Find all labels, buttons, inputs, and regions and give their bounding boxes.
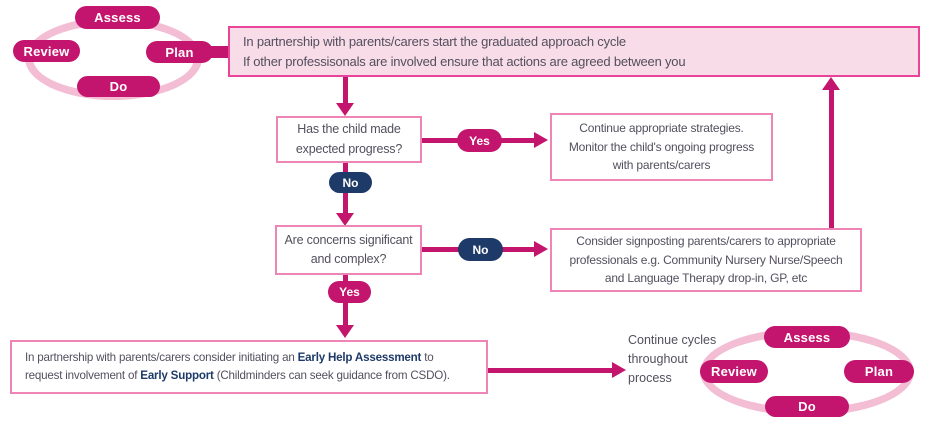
early-help-text-seg1: In partnership with parents/carers consi… (25, 351, 298, 365)
no-tag-concerns: No (458, 238, 503, 261)
early-help-box: In partnership with parents/carers consi… (10, 340, 488, 394)
early-help-assessment-label: Early Help Assessment (297, 351, 422, 365)
signposting-box: Consider signposting parents/carers to a… (550, 228, 862, 292)
continue-cycles-note: Continue cycles throughout process (628, 333, 717, 385)
arrow-start-to-progress-head-icon (336, 103, 354, 116)
yes-tag-progress: Yes (457, 129, 502, 152)
cycle-pill-do-2: Do (765, 396, 849, 417)
question-progress-box: Has the child made expected progress? (276, 116, 422, 163)
arrow-progress-yes-head-icon (534, 132, 548, 148)
arrow-to-continue-line (488, 368, 614, 373)
cycle-pill-plan-2: Plan (844, 360, 914, 383)
cycle-pill-plan: Plan (146, 41, 213, 63)
cycle-pill-do: Do (77, 76, 160, 97)
no-tag-progress: No (329, 172, 372, 193)
cycle-pill-assess: Assess (75, 6, 160, 29)
early-help-text-seg2: to request involvement of (25, 351, 434, 382)
early-support-label: Early Support (140, 369, 214, 382)
start-box: In partnership with parents/carers start… (228, 26, 920, 77)
question-concerns-box: Are concerns significant and complex? (275, 225, 422, 275)
arrow-concerns-no-head-icon (534, 241, 548, 257)
cycle-pill-assess-2: Assess (764, 326, 850, 348)
early-help-text-seg3: (Childminders can seek guidance from CSD… (213, 369, 450, 382)
arrow-progress-no-head-icon (336, 213, 354, 226)
arrow-start-to-progress-line (343, 77, 348, 105)
arrow-signpost-to-start-head-icon (822, 77, 840, 90)
yes-tag-concerns: Yes (328, 281, 371, 303)
arrow-to-continue-head-icon (612, 362, 626, 378)
cycle-pill-review-2: Review (700, 360, 768, 383)
early-help-text: In partnership with parents/carers consi… (25, 349, 450, 385)
continue-strategies-box: Continue appropriate strategies. Monitor… (550, 113, 773, 181)
arrow-signpost-to-start-line (829, 88, 834, 228)
arrow-concerns-yes-head-icon (336, 325, 354, 338)
cycle-pill-review: Review (13, 40, 80, 62)
